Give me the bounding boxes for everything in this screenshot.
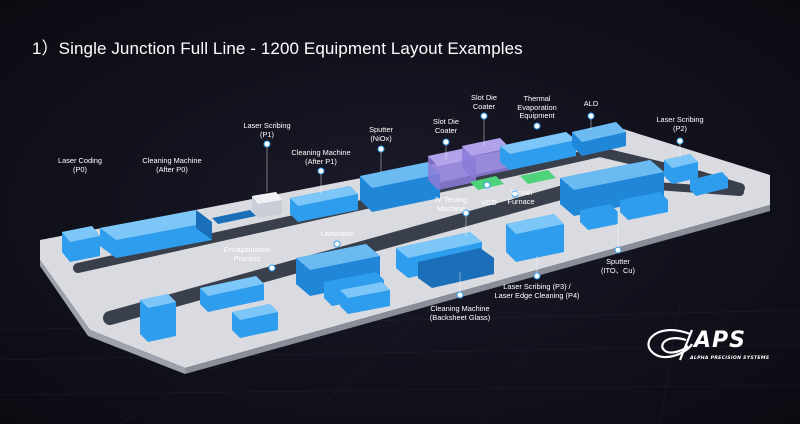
label-laser-scribing-p1: Laser Scribing(P1) bbox=[243, 121, 291, 139]
label-sputter-niox: Sputter(NiOx) bbox=[369, 125, 393, 143]
label-sputter-ito-cu: Sputter(ITO、Cu) bbox=[601, 257, 635, 275]
upper-line-equipment bbox=[62, 122, 728, 262]
aps-logo-text: APS bbox=[694, 328, 746, 353]
label-ald: ALD bbox=[583, 99, 599, 108]
aps-logo-subtitle: ALPHA PRECISION SYSTEMS bbox=[690, 356, 770, 361]
label-laser-scribing-p2: Laser Scribing(P2) bbox=[656, 115, 704, 133]
lower-line-equipment bbox=[140, 214, 564, 342]
label-laminator: Laminator bbox=[320, 229, 354, 238]
label-cleaning-machine-p1: Cleaning Machine(After P1) bbox=[291, 148, 351, 166]
label-cleaning-machine-p0: Cleaning Machine(After P0) bbox=[142, 156, 202, 174]
aps-logo-mark bbox=[647, 328, 694, 361]
marker-leaders bbox=[266, 119, 681, 292]
label-vcd: VCD bbox=[481, 198, 497, 207]
label-laser-coding: Laser Coding(P0) bbox=[58, 156, 102, 174]
label-laser-scribing-p3-p4: Laser Scribing (P3) /Laser Edge Cleaning… bbox=[494, 282, 580, 300]
location-markers bbox=[263, 112, 684, 299]
page-title: 1）Single Junction Full Line - 1200 Equip… bbox=[32, 39, 523, 58]
label-cleaning-machine-backsheet: Cleaning Machine(Backsheet Glass) bbox=[429, 304, 491, 322]
